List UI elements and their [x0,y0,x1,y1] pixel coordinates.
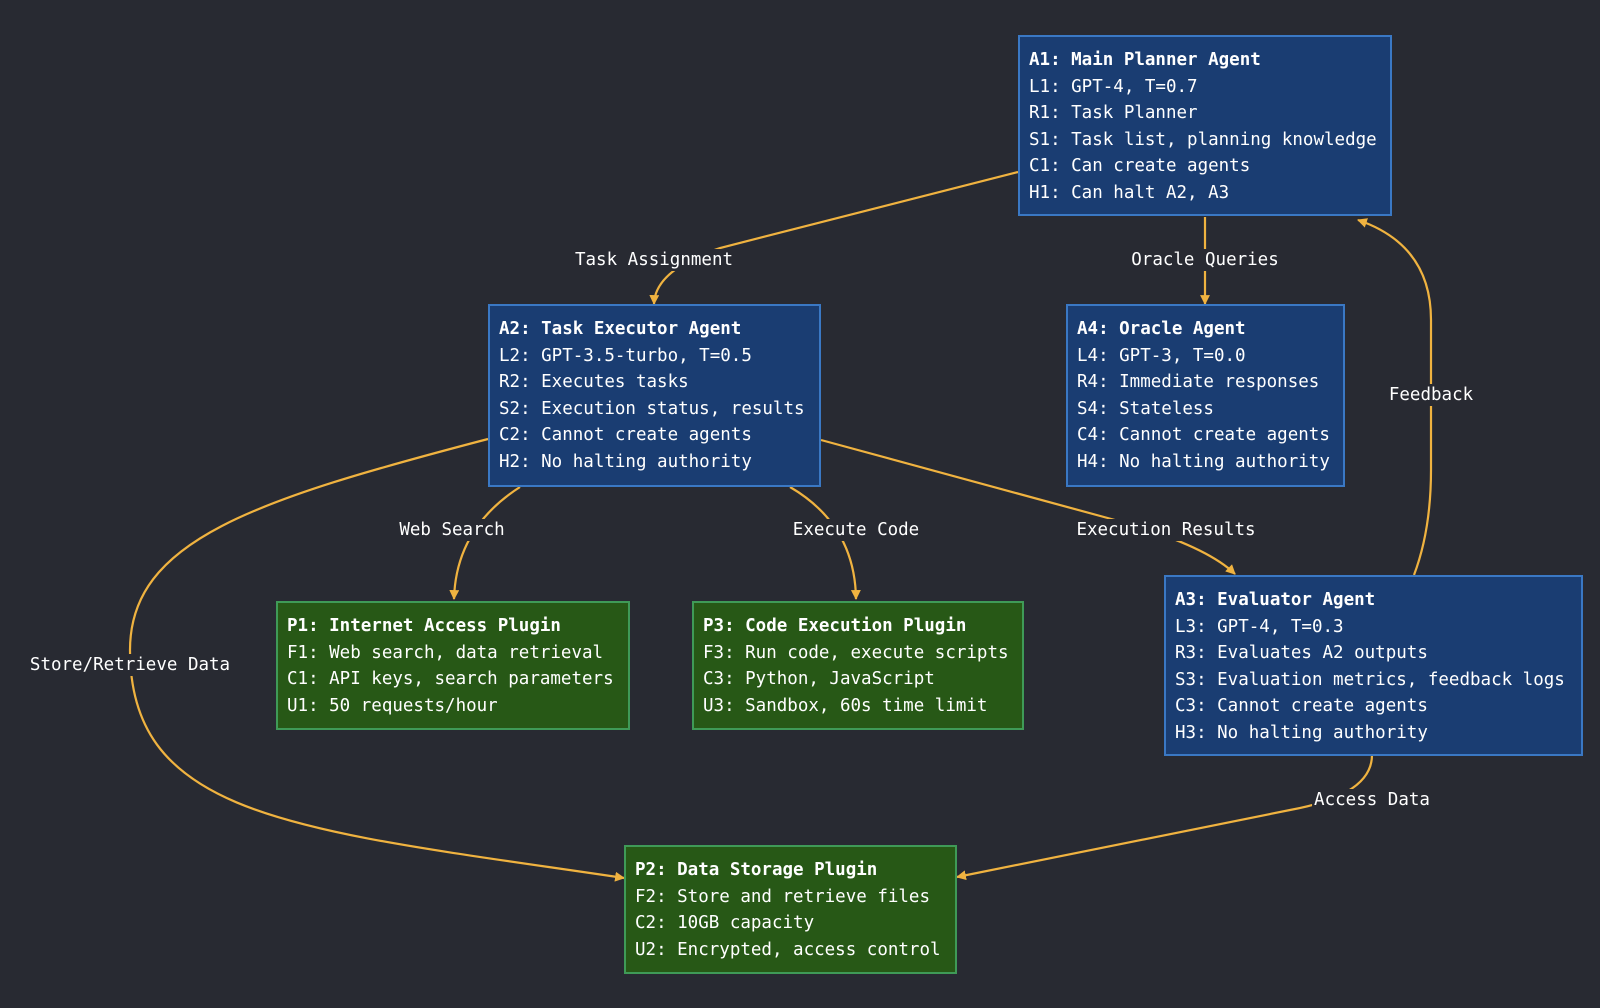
node-line: L1: GPT-4, T=0.7 [1029,76,1198,97]
node-line: H1: Can halt A2, A3 [1029,182,1230,203]
node-line: C1: Can create agents [1029,156,1251,176]
node-line: U2: Encrypted, access control [635,939,941,960]
edge-label-oracle-queries: Oracle Queries [1129,249,1281,271]
node-line: R1: Task Planner [1029,103,1198,123]
node-line: S1: Task list, planning knowledge [1029,129,1377,150]
node-title: A1: Main Planner Agent [1029,50,1261,70]
edge-label-access-data: Access Data [1312,789,1432,811]
node-line: F3: Run code, execute scripts [703,642,1009,663]
edge-web-search [449,486,521,600]
node-line: H2: No halting authority [499,451,752,472]
node-line: S2: Execution status, results [499,398,805,419]
edge-label-store-retrieve: Store/Retrieve Data [27,654,233,676]
edge-label-task-assignment: Task Assignment [572,249,736,271]
node-line: L2: GPT-3.5-turbo, T=0.5 [499,345,752,366]
edge-task-assignment [649,170,1019,305]
node-line: C2: 10GB capacity [635,913,815,933]
edge-label-execute-code: Execute Code [790,519,922,541]
edge-feedback [1357,218,1433,576]
node-a3-evaluator-agent[interactable]: A3: Evaluator Agent L3: GPT-4, T=0.3 R3:… [1164,575,1583,756]
node-line: C4: Cannot create agents [1077,425,1330,445]
node-line: R4: Immediate responses [1077,372,1320,392]
edge-execute-code [789,486,861,600]
node-a2-task-executor-agent[interactable]: A2: Task Executor Agent L2: GPT-3.5-turb… [488,304,821,487]
node-title: P1: Internet Access Plugin [287,616,561,636]
node-line: F1: Web search, data retrieval [287,642,604,663]
node-p1-internet-access-plugin[interactable]: P1: Internet Access Plugin F1: Web searc… [276,601,630,730]
node-p2-data-storage-plugin[interactable]: P2: Data Storage Plugin F2: Store and re… [624,845,957,974]
edge-label-feedback: Feedback [1386,384,1476,406]
node-line: U3: Sandbox, 60s time limit [703,695,988,716]
node-title: A3: Evaluator Agent [1175,590,1376,610]
node-p3-code-execution-plugin[interactable]: P3: Code Execution Plugin F3: Run code, … [692,601,1024,730]
node-title: A4: Oracle Agent [1077,319,1246,339]
node-line: R2: Executes tasks [499,372,689,392]
edge-label-execution-results: Execution Results [1074,519,1258,541]
node-line: R3: Evaluates A2 outputs [1175,643,1428,663]
node-title: P3: Code Execution Plugin [703,616,967,636]
node-line: C3: Python, JavaScript [703,669,935,689]
node-line: C3: Cannot create agents [1175,696,1428,716]
node-a1-main-planner-agent[interactable]: A1: Main Planner Agent L1: GPT-4, T=0.7 … [1018,35,1392,216]
edge-label-web-search: Web Search [397,519,507,541]
node-a4-oracle-agent[interactable]: A4: Oracle Agent L4: GPT-3, T=0.0 R4: Im… [1066,304,1345,487]
node-line: S3: Evaluation metrics, feedback logs [1175,669,1565,690]
node-line: H3: No halting authority [1175,722,1428,743]
edge-access-data [956,754,1374,881]
node-line: C1: API keys, search parameters [287,669,614,689]
node-line: L3: GPT-4, T=0.3 [1175,616,1344,637]
node-title: P2: Data Storage Plugin [635,860,878,880]
node-line: H4: No halting authority [1077,451,1330,472]
node-line: U1: 50 requests/hour [287,695,498,716]
node-line: S4: Stateless [1077,398,1214,419]
node-line: F2: Store and retrieve files [635,886,931,907]
node-line: C2: Cannot create agents [499,425,752,445]
node-title: A2: Task Executor Agent [499,319,742,339]
node-line: L4: GPT-3, T=0.0 [1077,345,1246,366]
